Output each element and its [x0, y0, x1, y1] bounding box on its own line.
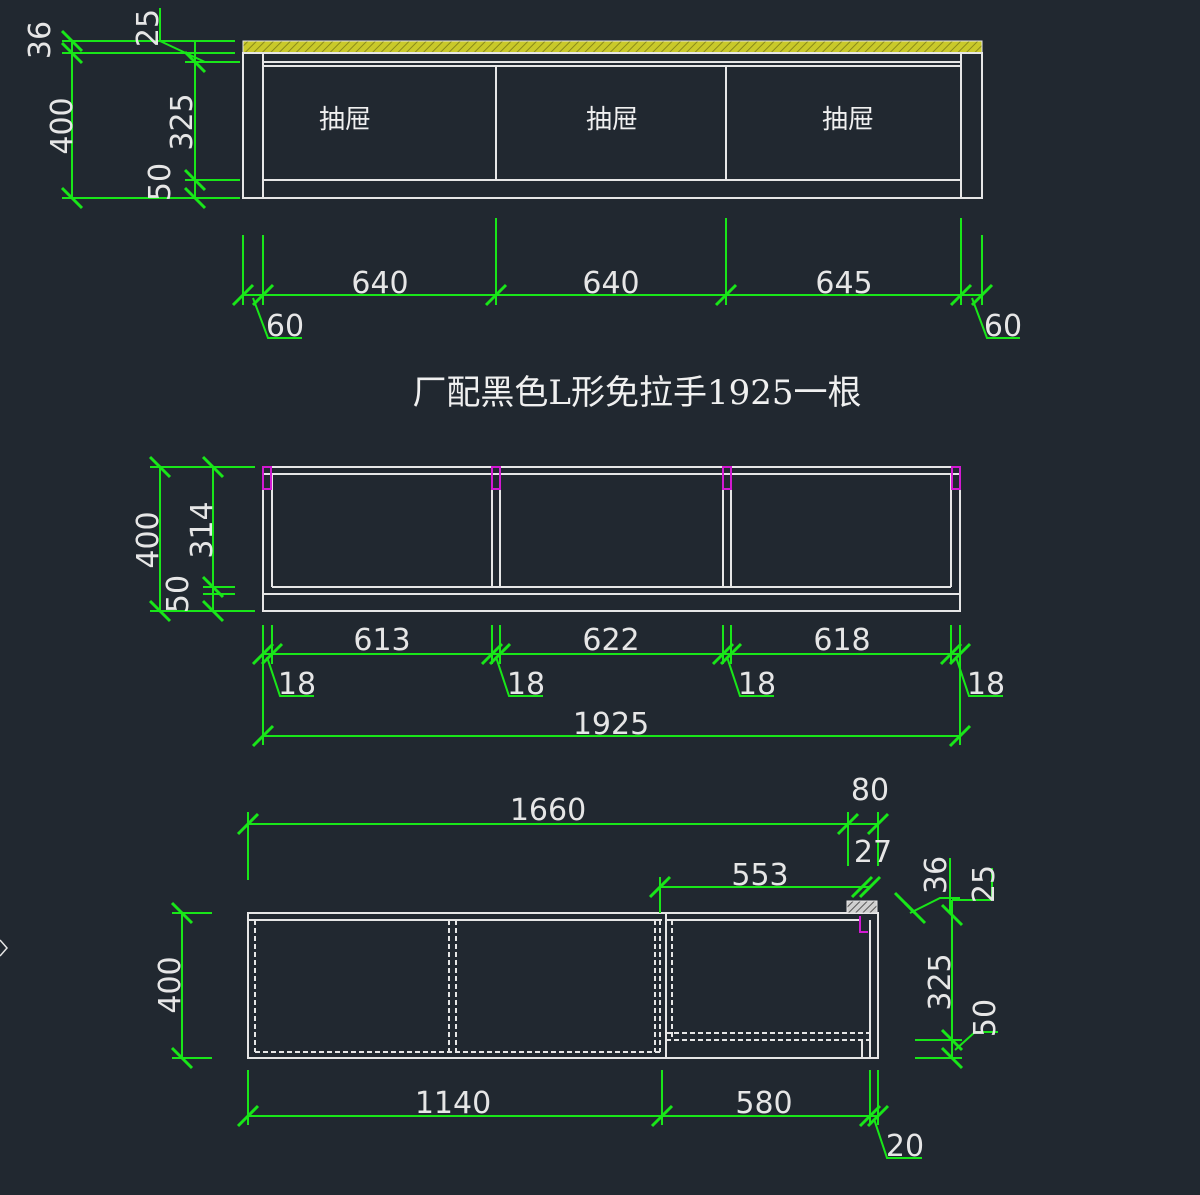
- stray-mark: [0, 939, 8, 957]
- dim-v1-side-right: 60: [984, 309, 1022, 344]
- carcass-frame: [262, 466, 961, 612]
- handle-profile-section: [859, 916, 868, 933]
- handle-profile-1: [262, 466, 272, 490]
- dim-v2-overall-width: 1925: [573, 707, 649, 742]
- drawer-label-3: 抽屉: [822, 105, 874, 135]
- front-elevation: 抽屉 抽屉 抽屉: [242, 40, 983, 199]
- dim-v2-bay-2: 622: [582, 623, 639, 658]
- dim-v1-top-thickness: 36: [23, 21, 58, 59]
- handle-profile-3: [722, 466, 732, 490]
- dim-v3-bottom-left: 1140: [415, 1086, 491, 1121]
- dim-v3-top-width: 1660: [510, 793, 586, 828]
- dim-v2-panel-4: 18: [967, 667, 1005, 702]
- dim-v3-side-top-a: 36: [919, 856, 954, 894]
- dim-v2-panel-2: 18: [507, 667, 545, 702]
- dim-v2-open-height: 314: [185, 501, 220, 558]
- dim-v3-height: 400: [153, 956, 188, 1013]
- dim-v2-panel-3: 18: [738, 667, 776, 702]
- dim-v1-total-height: 400: [45, 97, 80, 154]
- dim-v3-side-mid: 325: [923, 953, 958, 1010]
- dim-v3-bottom-right: 580: [735, 1086, 792, 1121]
- carcass-frame-dimensions: 400 314 50 613 622 618 18 18 18: [131, 455, 1005, 748]
- dim-v2-bay-3: 618: [813, 623, 870, 658]
- dim-v2-base-height: 50: [161, 575, 196, 613]
- front-elevation-dimensions: 400 36 25 325 50 640 640 645 60 60: [23, 8, 1022, 344]
- dim-v1-drawer-height: 325: [165, 93, 200, 150]
- dim-v1-gap-top: 25: [131, 9, 166, 47]
- drawer-label-1: 抽屉: [319, 105, 371, 135]
- dim-v1-width-3: 645: [815, 266, 872, 301]
- section-view: [247, 900, 879, 1059]
- dim-v3-side-bottom: 50: [968, 999, 1003, 1037]
- dim-v3-top-right: 80: [851, 773, 889, 808]
- handle-profile-4: [951, 466, 961, 490]
- dim-v2-bay-1: 613: [353, 623, 410, 658]
- dim-v1-base-height: 50: [143, 163, 178, 201]
- dim-v3-step: 27: [854, 835, 892, 870]
- handle-note: 厂配黑色L形免拉手1925一根: [412, 373, 861, 413]
- countertop: [242, 40, 983, 54]
- dim-v1-width-1: 640: [351, 266, 408, 301]
- countertop-section: [846, 900, 878, 914]
- dim-v3-drawer-width: 553: [731, 858, 788, 893]
- drawer-label-2: 抽屉: [586, 105, 638, 135]
- dim-v1-side-left: 60: [266, 309, 304, 344]
- dim-v1-width-2: 640: [582, 266, 639, 301]
- dim-v3-bottom-end: 20: [886, 1129, 924, 1164]
- section-view-dimensions: 1660 80 27 553 400 1140 580 20: [153, 773, 1003, 1164]
- handle-profile-2: [491, 466, 501, 490]
- dim-v3-side-top-b: 25: [967, 865, 1002, 903]
- dim-v2-panel-1: 18: [278, 667, 316, 702]
- dim-v2-total-height: 400: [131, 511, 166, 568]
